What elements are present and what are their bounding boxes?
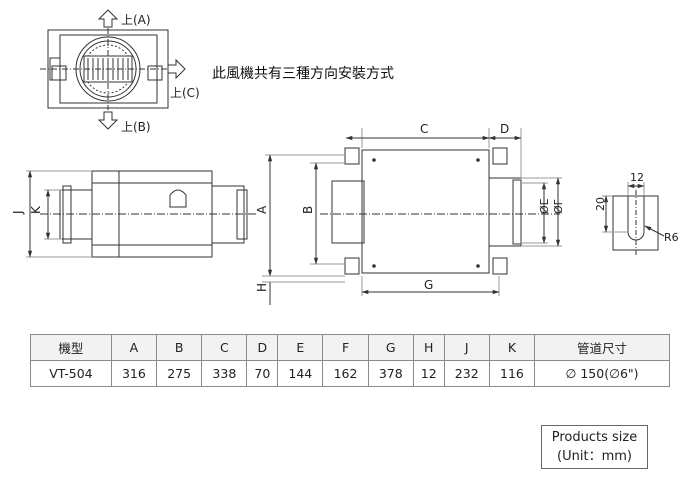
header-cell: 管道尺寸 bbox=[534, 334, 670, 361]
header-cell: K bbox=[488, 334, 536, 361]
header-cell: 機型 bbox=[30, 334, 112, 361]
table-cell: 162 bbox=[322, 360, 369, 387]
table-cell: 144 bbox=[277, 360, 324, 387]
header-cell: F bbox=[322, 334, 369, 361]
bracket-height: 20 bbox=[594, 197, 607, 211]
table-cell: 316 bbox=[110, 360, 158, 387]
table-cell: 70 bbox=[246, 360, 279, 387]
table-cell: 275 bbox=[156, 360, 203, 387]
header-cell: J bbox=[443, 334, 490, 361]
header-cell: H bbox=[412, 334, 445, 361]
table-cell: 116 bbox=[488, 360, 536, 387]
bracket-detail bbox=[602, 182, 665, 256]
table-cell: 338 bbox=[201, 360, 248, 387]
table-cell: 12 bbox=[412, 360, 445, 387]
products-size-box: Products size (Unit：mm) bbox=[541, 425, 648, 469]
size-box-line2: (Unit：mm) bbox=[557, 449, 632, 464]
header-cell: B bbox=[156, 334, 203, 361]
front-view-diagram bbox=[320, 147, 560, 275]
dim-c: C bbox=[420, 122, 428, 136]
dim-k: K bbox=[29, 205, 43, 214]
label-down-b: 上(B) bbox=[121, 120, 151, 134]
top-view-diagram bbox=[40, 28, 175, 110]
dim-e: ØE bbox=[538, 198, 551, 214]
dim-g: G bbox=[424, 278, 433, 292]
side-view-diagram bbox=[40, 170, 258, 258]
dim-d: D bbox=[500, 122, 509, 136]
size-box-line1: Products size bbox=[551, 430, 638, 445]
bracket-width: 12 bbox=[630, 171, 644, 184]
label-side-c: 上(C) bbox=[170, 86, 200, 100]
header-cell: A bbox=[110, 334, 158, 361]
header-cell: E bbox=[277, 334, 324, 361]
header-cell: D bbox=[246, 334, 279, 361]
direction-arrows bbox=[97, 9, 186, 130]
header-cell: C bbox=[201, 334, 248, 361]
table-cell: ∅ 150(∅6") bbox=[534, 360, 670, 387]
dim-b: B bbox=[301, 206, 315, 214]
installation-note: 此風機共有三種方向安裝方式 bbox=[212, 66, 394, 82]
dim-f: ØF bbox=[552, 199, 565, 214]
label-up-a: 上(A) bbox=[121, 13, 151, 27]
header-cell: G bbox=[367, 334, 414, 361]
table-cell: 378 bbox=[367, 360, 414, 387]
dim-j: J bbox=[11, 210, 25, 215]
dim-h: H bbox=[255, 283, 269, 292]
table-cell: VT-504 bbox=[30, 360, 112, 387]
technical-drawing: 上(A) 上(C) 上(B) J K bbox=[11, 9, 679, 305]
bracket-radius: R6 bbox=[664, 231, 679, 244]
dim-a: A bbox=[255, 205, 269, 214]
table-cell: 232 bbox=[443, 360, 490, 387]
